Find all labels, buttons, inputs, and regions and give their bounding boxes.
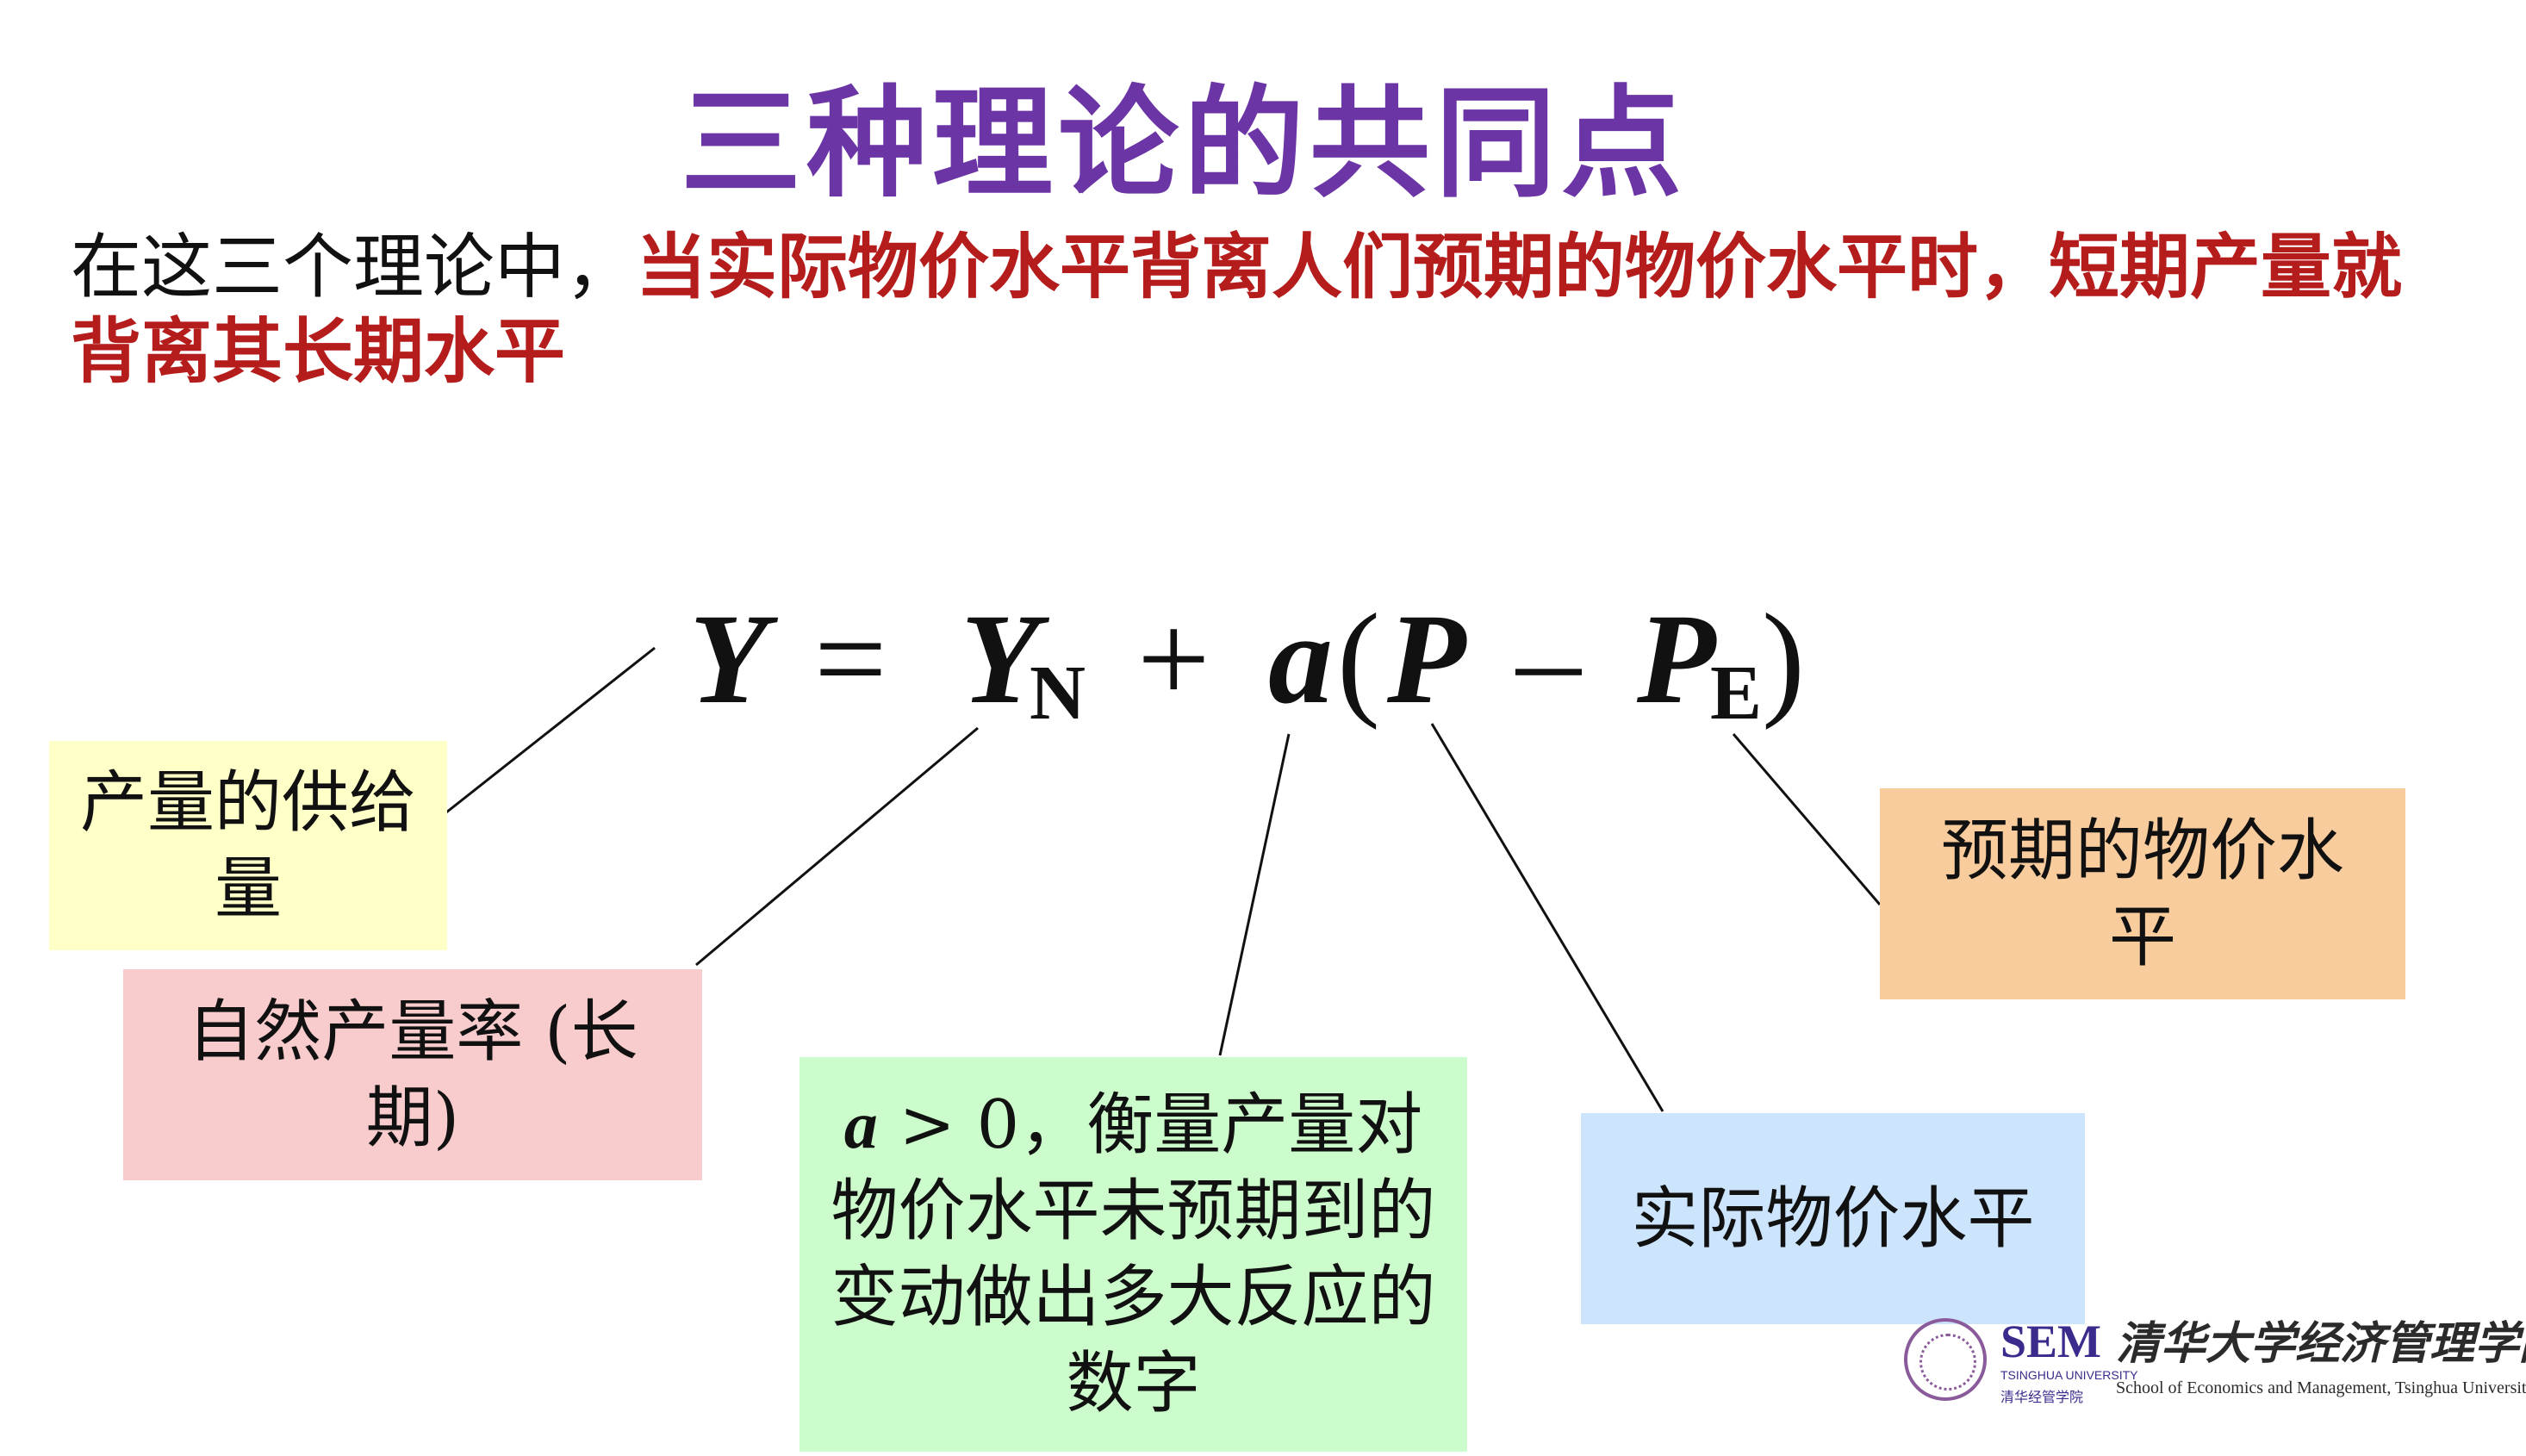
box-natural-rate-label: 自然产量率 (长期) xyxy=(187,992,638,1157)
box-coefficient-label: a > 0，衡量产量对物价水平未预期到的变动做出多大反应的数字 xyxy=(824,1082,1443,1427)
box-actual-price: 实际物价水平 xyxy=(1581,1113,2085,1324)
eq-minus: – xyxy=(1516,588,1581,731)
eq-P: P xyxy=(1387,588,1466,731)
connector-natural-rate xyxy=(695,726,979,967)
intro-highlight: 当实际物价水平背离人们预期的物价水平时，短期产量就背离其长期水平 xyxy=(71,227,2403,393)
page-title: 三种理论的共同点 xyxy=(681,74,1688,215)
connector-actual-price xyxy=(1430,723,1664,1112)
intro-text: 在这三个理论中，当实际物价水平背离人们预期的物价水平时，短期产量就背离其长期水平 xyxy=(71,226,2466,395)
eq-Y: Y xyxy=(689,588,768,731)
eq-a: a xyxy=(1268,588,1333,731)
box-output-supply-label: 产量的供给量 xyxy=(79,763,416,928)
eq-equals: = xyxy=(814,588,887,731)
school-name-en: School of Economics and Management, Tsin… xyxy=(2116,1378,2526,1397)
connector-coefficient xyxy=(1218,733,1291,1056)
school-name-cn: 清华大学经济管理学院 xyxy=(2116,1317,2526,1370)
coefficient-text: > 0，衡量产量对物价水平未预期到的变动做出多大反应的数字 xyxy=(831,1086,1436,1422)
box-coefficient: a > 0，衡量产量对物价水平未预期到的变动做出多大反应的数字 xyxy=(799,1057,1467,1452)
box-expected-price-label: 预期的物价水平 xyxy=(1940,812,2344,976)
eq-YN: Y xyxy=(961,588,1040,731)
box-output-supply: 产量的供给量 xyxy=(49,741,447,950)
eq-PE: P xyxy=(1637,588,1716,731)
sem-logo: SEM TSINGHUA UNIVERSITY 清华经管学院 清华大学经济管理学… xyxy=(1904,1316,2526,1405)
connector-output-supply xyxy=(445,646,656,814)
sem-subtitle: TSINGHUA UNIVERSITY xyxy=(2000,1368,2138,1382)
box-expected-price: 预期的物价水平 xyxy=(1880,788,2405,999)
eq-lparen: ( xyxy=(1337,588,1380,731)
box-actual-price-label: 实际物价水平 xyxy=(1631,1179,2035,1258)
eq-rparen: ) xyxy=(1762,588,1805,731)
sem-mark: SEM xyxy=(2000,1316,2102,1367)
eq-E-subscript: E xyxy=(1710,650,1763,736)
eq-N-subscript: N xyxy=(1030,650,1086,736)
box-natural-rate: 自然产量率 (长期) xyxy=(123,969,702,1180)
connector-expected-price xyxy=(1732,733,1882,905)
university-seal-icon xyxy=(1904,1318,1987,1401)
sem-cn-subtitle: 清华经管学院 xyxy=(2000,1391,2084,1405)
eq-plus: + xyxy=(1137,588,1210,731)
coefficient-symbol: a xyxy=(843,1087,878,1162)
intro-plain: 在这三个理论中， xyxy=(71,227,637,308)
